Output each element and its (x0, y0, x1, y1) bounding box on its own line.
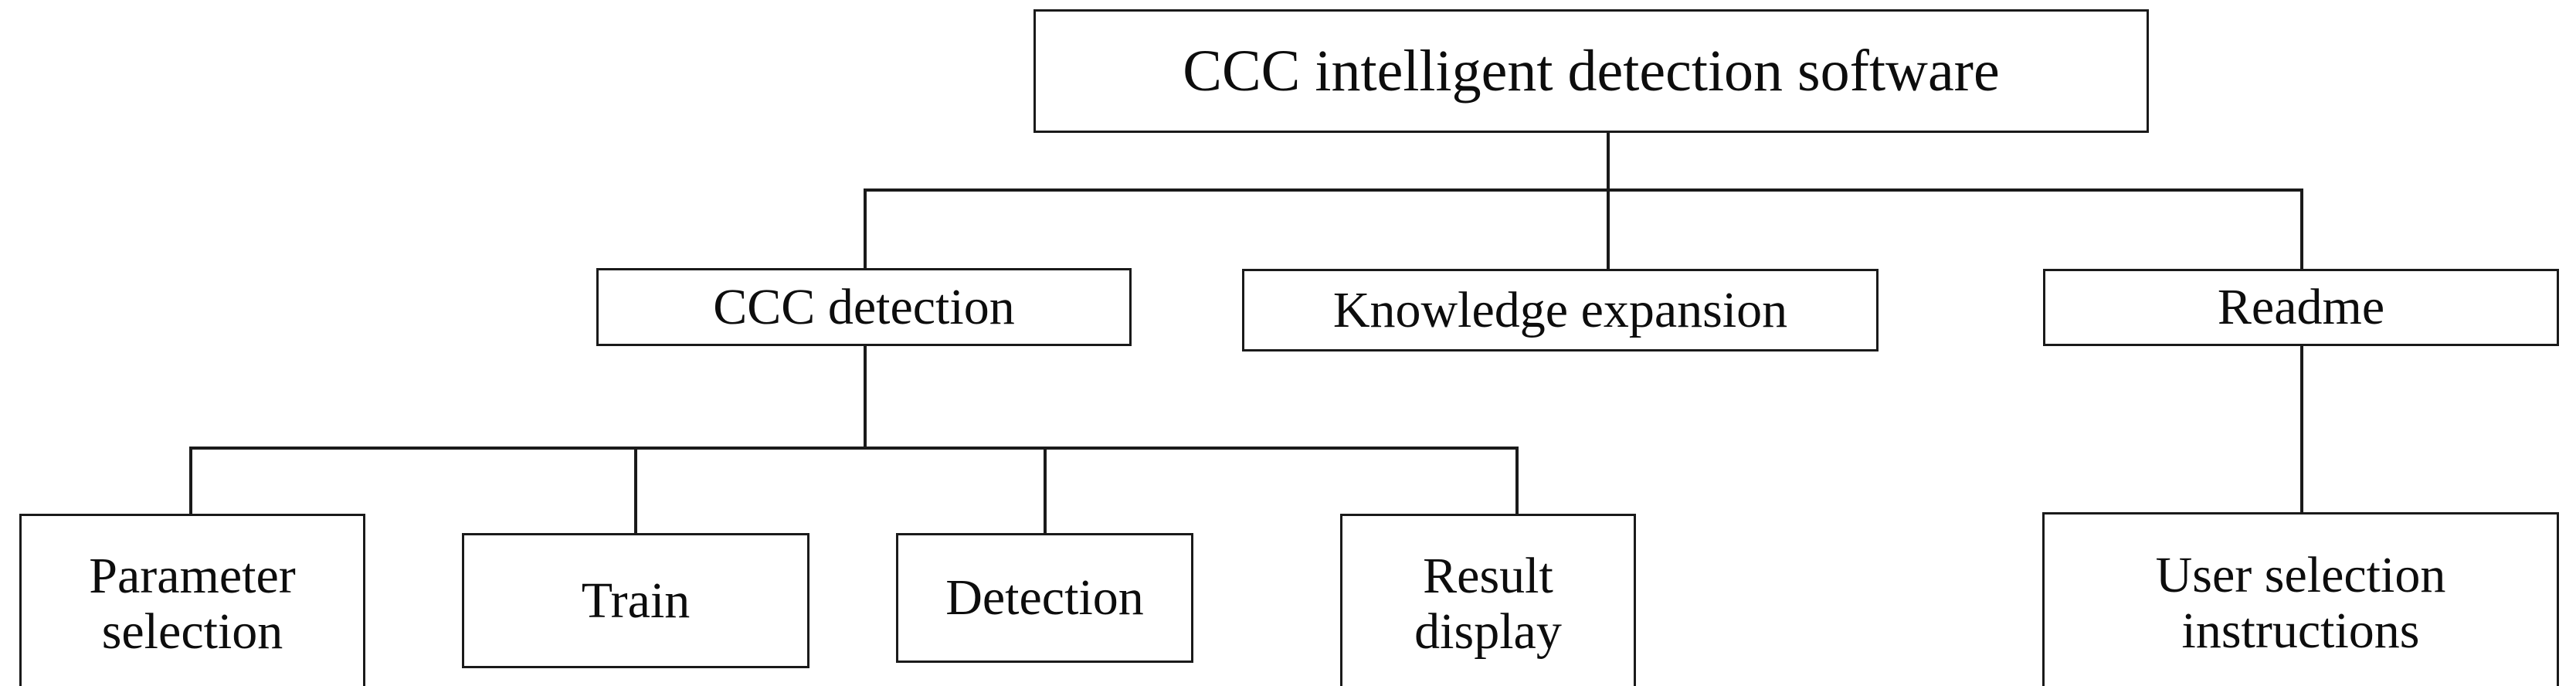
connector-bus-to-parameter-selection (189, 447, 192, 516)
connector-bus-to-detection (1044, 447, 1047, 535)
connector-bus-to-train (634, 447, 637, 535)
connector-bus-to-ccc-detection (864, 188, 867, 270)
node-detection[interactable]: Detection (896, 533, 1193, 663)
node-label: Knowledge expansion (1332, 281, 1788, 338)
node-user-selection-instructions[interactable]: User selection instructions (2042, 512, 2559, 686)
connector-readme-to-user-selection-instructions (2300, 346, 2303, 514)
node-result-display[interactable]: Result display (1340, 514, 1636, 686)
node-label: Parameter selection (89, 548, 296, 660)
node-parameter-selection[interactable]: Parameter selection (19, 514, 365, 686)
node-label: Train (581, 572, 691, 629)
node-label: Detection (945, 569, 1144, 627)
node-train[interactable]: Train (462, 533, 809, 668)
connector-bus-to-knowledge-expansion (1607, 188, 1610, 270)
node-label: CCC detection (713, 278, 1015, 335)
connector-bus-to-readme (2300, 188, 2303, 270)
node-label: Result display (1414, 548, 1562, 660)
node-label: Readme (2217, 279, 2385, 336)
connector-ccc-detection-to-bus (864, 346, 867, 450)
node-readme[interactable]: Readme (2043, 269, 2559, 346)
connector-root-to-bus (1607, 133, 1610, 192)
node-ccc-detection[interactable]: CCC detection (596, 268, 1132, 346)
connector-bus-level2 (189, 447, 1519, 450)
node-label: CCC intelligent detection software (1183, 38, 2000, 104)
connector-bus-level1 (864, 188, 2303, 192)
node-knowledge-expansion[interactable]: Knowledge expansion (1242, 269, 1879, 351)
connector-bus-to-result-display (1515, 447, 1519, 516)
node-label: User selection instructions (2155, 547, 2446, 659)
node-ccc-intelligent-detection-software[interactable]: CCC intelligent detection software (1033, 9, 2149, 133)
